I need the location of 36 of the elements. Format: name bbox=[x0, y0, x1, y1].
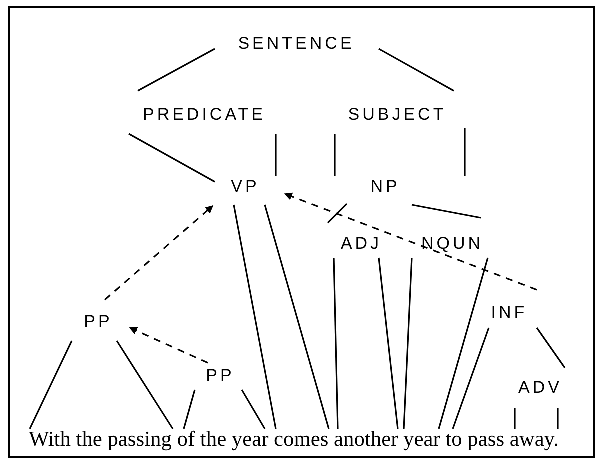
category-label: PREDICATE bbox=[140, 105, 266, 125]
category-label: SENTENCE bbox=[235, 34, 355, 54]
category-label: NP bbox=[368, 177, 400, 197]
category-label: SUBJECT bbox=[345, 105, 447, 125]
category-label: NQUN bbox=[418, 234, 484, 254]
tree-branch-line bbox=[183, 390, 196, 430]
tree-branch-line bbox=[233, 204, 277, 430]
category-label: PP bbox=[203, 366, 235, 386]
category-label: VP bbox=[228, 177, 260, 197]
tree-branch-line bbox=[241, 390, 266, 430]
dashed-arrow bbox=[129, 327, 208, 364]
dashed-arrow bbox=[104, 205, 214, 301]
tree-branch-line bbox=[452, 328, 490, 430]
tree-branch-line bbox=[403, 258, 413, 430]
tree-branch-line bbox=[378, 258, 399, 430]
sentence-text: With the passing of the year comes another year to pass away. bbox=[29, 409, 559, 449]
tree-branch-line bbox=[378, 48, 454, 92]
tree-branch-line bbox=[557, 408, 559, 429]
tree-branch-line bbox=[514, 408, 516, 429]
category-label: ADJ bbox=[338, 234, 382, 254]
tree-branch-line bbox=[264, 204, 330, 430]
tree-branch-line bbox=[464, 128, 466, 176]
tree-branch-line bbox=[116, 340, 174, 430]
tree-branch-line bbox=[536, 328, 566, 368]
category-label: ADV bbox=[516, 378, 562, 398]
category-label: PP bbox=[81, 312, 113, 332]
tree-branch-line bbox=[333, 258, 339, 430]
category-label: INF bbox=[488, 303, 528, 323]
tree-branch-line bbox=[438, 258, 489, 430]
tree-branch-line bbox=[128, 133, 216, 183]
tree-branch-line bbox=[412, 204, 482, 219]
tree-branch-line bbox=[29, 340, 73, 430]
dashed-arrow bbox=[284, 192, 538, 291]
tree-branch-line bbox=[334, 134, 336, 176]
tree-branch-line bbox=[138, 48, 216, 92]
tree-branch-line bbox=[275, 134, 277, 176]
